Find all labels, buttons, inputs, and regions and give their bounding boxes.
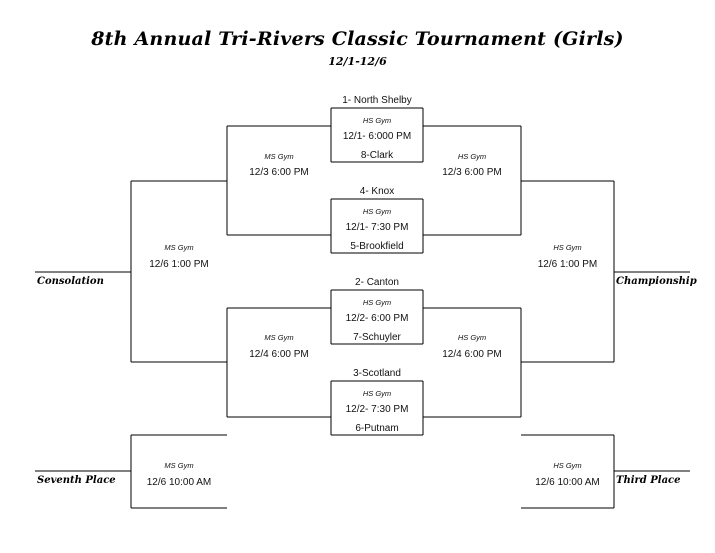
game3-gym: HS Gym	[362, 298, 392, 307]
game4-gym: HS Gym	[362, 389, 392, 398]
game3-time: 12/2- 6:00 PM	[345, 313, 409, 324]
game2-bottom-team: 5-Brookfield	[350, 241, 404, 252]
left-semi2-gym: MS Gym	[264, 333, 294, 342]
seventh-place-gym: MS Gym	[164, 461, 194, 470]
championship-label: Championship	[616, 276, 697, 287]
game1-gym: HS Gym	[362, 116, 392, 125]
left-semi1-time: 12/3 6:00 PM	[249, 167, 309, 178]
tournament-title: 8th Annual Tri-Rivers Classic Tournament…	[91, 28, 624, 50]
game4-time: 12/2- 7:30 PM	[345, 404, 409, 415]
championship-gym: HS Gym	[553, 243, 582, 252]
game3-bottom-team: 7-Schuyler	[353, 332, 401, 343]
seventh-place-time: 12/6 10:00 AM	[146, 477, 212, 488]
consolation-label: Consolation	[37, 276, 104, 287]
tournament-dates: 12/1-12/6	[328, 55, 387, 68]
game2-time: 12/1- 7:30 PM	[345, 222, 409, 233]
game4-bottom-team: 6-Putnam	[355, 423, 399, 434]
right-semi1-gym: HS Gym	[457, 152, 487, 161]
left-semi2-time: 12/4 6:00 PM	[249, 349, 309, 360]
game2-top-team: 4- Knox	[359, 186, 395, 197]
game1-top-team: 1- North Shelby	[342, 95, 412, 106]
right-semi1-time: 12/3 6:00 PM	[442, 167, 502, 178]
third-place-label: Third Place	[616, 475, 681, 486]
game1-time: 12/1- 6:000 PM	[342, 131, 412, 142]
game4-top-team: 3-Scotland	[353, 368, 401, 379]
right-semi2-time: 12/4 6:00 PM	[442, 349, 502, 360]
right-semi2-gym: HS Gym	[457, 333, 487, 342]
seventh-place-label: Seventh Place	[37, 475, 116, 486]
consolation-gym: MS Gym	[164, 243, 194, 252]
game2-gym: HS Gym	[362, 207, 392, 216]
game1-bottom-team: 8-Clark	[360, 150, 394, 161]
third-place-gym: HS Gym	[553, 461, 582, 470]
game3-top-team: 2- Canton	[355, 277, 399, 288]
championship-time: 12/6 1:00 PM	[537, 259, 598, 270]
third-place-time: 12/6 10:00 AM	[535, 477, 600, 488]
left-semi1-gym: MS Gym	[264, 152, 294, 161]
consolation-time: 12/6 1:00 PM	[149, 259, 209, 270]
